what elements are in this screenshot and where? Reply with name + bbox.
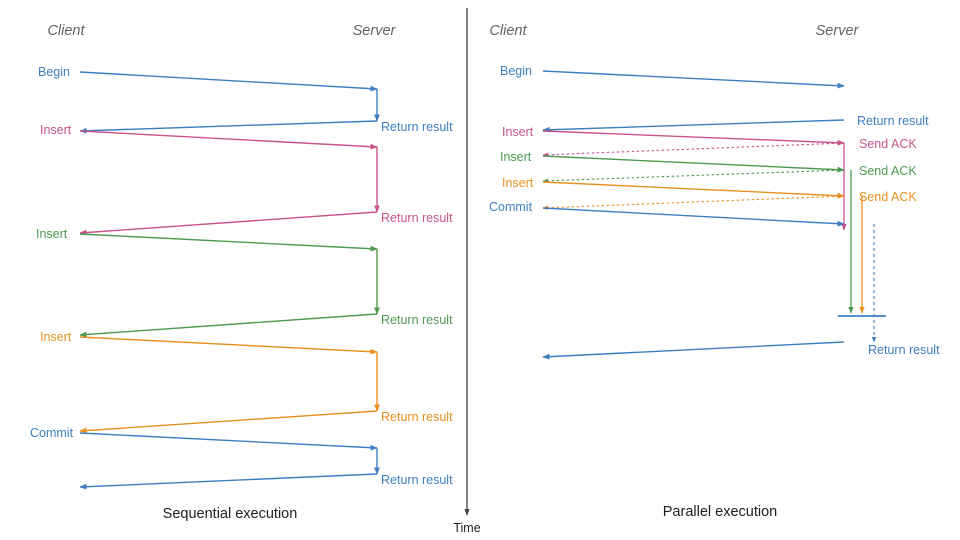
message-label-sequential-1: Return result xyxy=(381,120,453,134)
lane-header-server-parallel: Server xyxy=(816,23,860,39)
message-arrow-parallel-5-green xyxy=(542,169,845,184)
message-label-parallel-2: Insert xyxy=(502,125,534,139)
message-arrow-parallel-4-green xyxy=(542,155,845,173)
message-arrow-parallel-2-pink xyxy=(542,130,845,146)
message-label-sequential-0: Begin xyxy=(38,65,70,79)
message-label-parallel-1: Return result xyxy=(857,114,929,128)
message-arrow-parallel-8-blue xyxy=(542,207,845,227)
message-arrow-parallel-6-orange xyxy=(542,181,845,199)
message-arrow-parallel-3-pink xyxy=(542,142,845,158)
message-arrow-sequential-9-blue xyxy=(79,473,378,490)
message-label-parallel-3: Send ACK xyxy=(859,137,917,151)
lane-header-client-sequential: Client xyxy=(47,23,85,39)
message-arrow-parallel-7-orange xyxy=(542,195,845,211)
message-label-parallel-7: Send ACK xyxy=(859,190,917,204)
message-label-sequential-4: Insert xyxy=(36,227,68,241)
message-arrow-parallel-0-blue xyxy=(542,70,845,89)
message-label-parallel-4: Insert xyxy=(500,150,532,164)
message-arrow-sequential-3-pink xyxy=(79,211,378,236)
message-label-parallel-8: Commit xyxy=(489,200,533,214)
message-arrow-sequential-7-orange xyxy=(79,410,378,434)
message-label-sequential-9: Return result xyxy=(381,473,453,487)
message-label-parallel-0: Begin xyxy=(500,64,532,78)
panel-caption-sequential: Sequential execution xyxy=(163,506,298,522)
message-label-sequential-3: Return result xyxy=(381,211,453,225)
message-arrow-sequential-2-pink xyxy=(79,130,378,150)
message-label-parallel-6: Insert xyxy=(502,176,534,190)
message-label-parallel-5: Send ACK xyxy=(859,164,917,178)
lane-header-server-sequential: Server xyxy=(353,23,397,39)
message-arrow-parallel-1-blue xyxy=(542,119,845,133)
message-arrow-sequential-5-green xyxy=(79,313,378,338)
time-axis-label: Time xyxy=(453,521,480,535)
panel-caption-parallel: Parallel execution xyxy=(663,504,777,520)
message-arrow-sequential-0-blue xyxy=(79,71,378,92)
message-label-parallel-9: Return result xyxy=(868,343,940,357)
message-label-sequential-7: Return result xyxy=(381,410,453,424)
lane-header-client-parallel: Client xyxy=(489,23,527,39)
message-arrow-sequential-6-orange xyxy=(79,336,378,355)
message-arrow-sequential-4-green xyxy=(79,233,378,252)
message-arrow-sequential-8-blue xyxy=(79,432,378,451)
time-axis-layer: Time xyxy=(453,8,481,535)
message-label-sequential-5: Return result xyxy=(381,313,453,327)
message-arrow-sequential-1-blue xyxy=(79,120,378,134)
message-label-sequential-6: Insert xyxy=(40,330,72,344)
message-label-sequential-8: Commit xyxy=(30,426,74,440)
message-arrow-parallel-9-blue xyxy=(542,341,845,360)
message-label-sequential-2: Insert xyxy=(40,123,72,137)
